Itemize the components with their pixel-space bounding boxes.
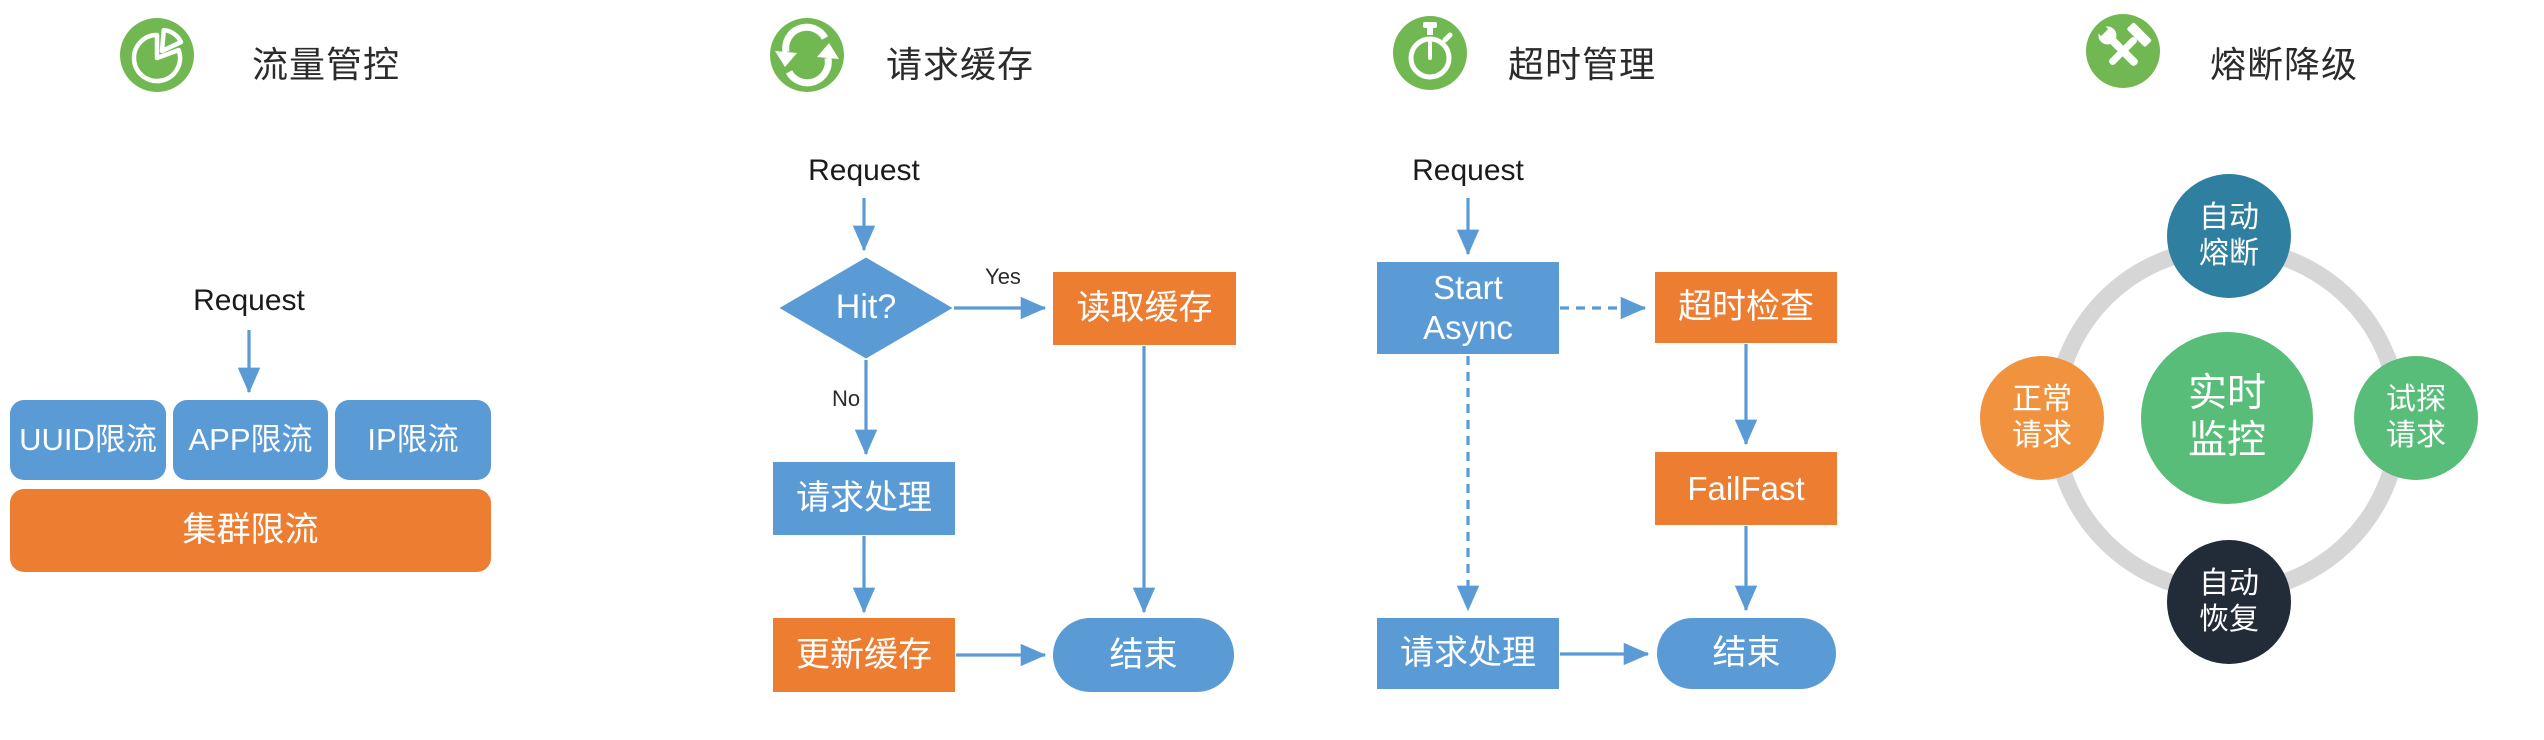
hit-decision-label: Hit? — [835, 288, 897, 326]
tools-icon — [2086, 14, 2160, 88]
auto-recover-circle: 自动 恢复 — [2167, 540, 2291, 664]
request-label-p2: Request — [808, 154, 920, 187]
start-async-box: Start Async — [1377, 262, 1559, 354]
panel4-title: 熔断降级 — [2210, 44, 2359, 85]
yes-label: Yes — [985, 264, 1021, 289]
panel1-title: 流量管控 — [252, 44, 401, 85]
pie-chart-icon — [120, 18, 194, 92]
panel2-title: 请求缓存 — [886, 44, 1035, 85]
end-pill-p3: 结束 — [1657, 618, 1836, 689]
request-label-p3: Request — [1412, 154, 1524, 187]
no-label: No — [831, 386, 861, 411]
realtime-monitor-circle: 实时 监控 — [2141, 332, 2313, 504]
panel3-title: 超时管理 — [1508, 44, 1657, 85]
end-pill-p2: 结束 — [1053, 618, 1234, 692]
ip-limit-box: IP限流 — [335, 400, 491, 480]
cluster-limit-box: 集群限流 — [10, 489, 491, 572]
process-box-p3: 请求处理 — [1377, 618, 1559, 689]
app-limit-box: APP限流 — [173, 400, 328, 480]
timeout-check-box: 超时检查 — [1655, 272, 1837, 343]
update-cache-box: 更新缓存 — [773, 618, 955, 692]
read-cache-box: 读取缓存 — [1053, 272, 1236, 345]
process-box-p2: 请求处理 — [773, 462, 955, 535]
normal-request-circle: 正常 请求 — [1980, 356, 2104, 480]
stopwatch-icon — [1393, 16, 1467, 90]
probe-request-circle: 试探 请求 — [2354, 356, 2478, 480]
auto-break-circle: 自动 熔断 — [2167, 174, 2291, 298]
uuid-limit-box: UUID限流 — [10, 400, 166, 480]
request-label-p1: Request — [193, 284, 305, 317]
sync-icon — [770, 18, 844, 92]
failfast-box: FailFast — [1655, 452, 1837, 525]
